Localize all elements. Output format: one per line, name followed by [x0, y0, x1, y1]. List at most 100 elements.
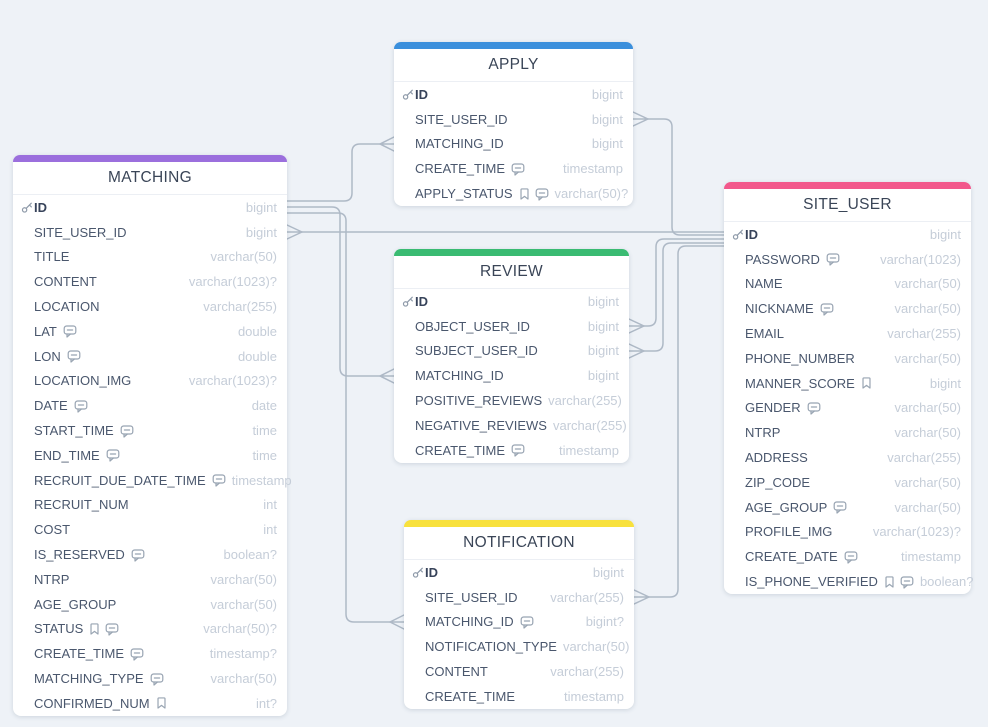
column-row[interactable]: CONTENT varchar(1023)?	[13, 269, 287, 294]
column-row[interactable]: PASSWORD varchar(1023)	[724, 247, 971, 272]
column-row[interactable]: ID bigint	[394, 82, 633, 107]
column-row[interactable]: CONTENT varchar(255)	[404, 659, 634, 684]
column-row[interactable]: START_TIME time	[13, 418, 287, 443]
column-row[interactable]: ID bigint	[13, 195, 287, 220]
column-row[interactable]: AGE_GROUP varchar(50)	[724, 495, 971, 520]
column-row[interactable]: CREATE_TIME timestamp?	[13, 641, 287, 666]
relationship-line[interactable]	[648, 245, 725, 598]
column-type: varchar(50)?	[554, 186, 629, 202]
column-row[interactable]: ID bigint	[724, 222, 971, 247]
column-row[interactable]: END_TIME time	[13, 443, 287, 468]
column-type: bigint	[592, 564, 624, 580]
column-row[interactable]: OBJECT_USER_ID bigint	[394, 314, 629, 339]
relationship-site_user-id-to-review-subject_user_id[interactable]	[628, 242, 725, 359]
table-header[interactable]: APPLY	[394, 49, 633, 82]
column-name: CONTENT	[425, 664, 488, 680]
primary-key-icon	[21, 200, 34, 214]
column-row[interactable]: PHONE_NUMBER varchar(50)	[724, 346, 971, 371]
column-row[interactable]: NEGATIVE_REVIEWS varchar(255)	[394, 413, 629, 438]
column-row[interactable]: MATCHING_ID bigint	[394, 363, 629, 388]
column-row[interactable]: CONFIRMED_NUM int?	[13, 691, 287, 716]
column-row[interactable]: SITE_USER_ID varchar(255)	[404, 585, 634, 610]
column-row[interactable]: POSITIVE_REVIEWS varchar(255)	[394, 388, 629, 413]
table-header[interactable]: NOTIFICATION	[404, 527, 634, 560]
relationship-line[interactable]	[643, 242, 725, 352]
table-apply[interactable]: APPLY ID bigint SITE_USER_ID bigint MATC…	[394, 42, 633, 206]
table-columns: ID bigint SITE_USER_ID bigint MATCHING_I…	[394, 82, 633, 206]
column-row[interactable]: RECRUIT_NUM int	[13, 493, 287, 518]
column-name: SITE_USER_ID	[34, 224, 127, 240]
column-row[interactable]: IS_PHONE_VERIFIED boolean?	[724, 569, 973, 594]
relationship-site_user-id-to-apply-site_user_id[interactable]	[632, 111, 725, 236]
relationship-line[interactable]	[647, 118, 725, 236]
column-row[interactable]: SITE_USER_ID bigint	[394, 107, 633, 132]
column-row[interactable]: TITLE varchar(50)	[13, 245, 287, 270]
relationship-matching-id-to-apply-matching_id[interactable]	[286, 136, 395, 202]
column-row[interactable]: SITE_USER_ID bigint	[13, 220, 287, 245]
column-type: bigint	[587, 368, 619, 384]
column-row[interactable]: NTRP varchar(50)	[724, 420, 971, 445]
column-row[interactable]: CREATE_TIME timestamp	[394, 156, 633, 181]
relationship-line[interactable]	[286, 212, 391, 623]
table-header[interactable]: MATCHING	[13, 162, 287, 195]
column-type: bigint	[929, 375, 961, 391]
column-type: varchar(50)	[894, 474, 961, 490]
column-row[interactable]: LOCATION varchar(255)	[13, 294, 287, 319]
relationship-matching-id-to-notification-matching_id[interactable]	[286, 212, 405, 630]
column-row[interactable]: MATCHING_ID bigint?	[404, 610, 634, 635]
column-row[interactable]: EMAIL varchar(255)	[724, 321, 971, 346]
relationship-site_user-id-to-review-object_user_id[interactable]	[628, 238, 725, 334]
crow-foot-icon	[628, 343, 645, 359]
column-row[interactable]: ID bigint	[404, 560, 634, 585]
table-review[interactable]: REVIEW ID bigint OBJECT_USER_ID bigint S…	[394, 249, 629, 463]
comment-icon	[120, 424, 134, 438]
column-row[interactable]: ID bigint	[394, 289, 629, 314]
primary-key-icon	[402, 294, 415, 308]
column-row[interactable]: LAT double	[13, 319, 287, 344]
column-row[interactable]: IS_RESERVED boolean?	[13, 542, 287, 567]
comment-icon	[807, 401, 821, 415]
column-row[interactable]: ADDRESS varchar(255)	[724, 445, 971, 470]
relationship-line[interactable]	[286, 206, 381, 377]
table-accent-bar	[404, 520, 634, 527]
relationship-site_user-id-to-matching-site_user_id[interactable]	[286, 224, 725, 240]
column-row[interactable]: CREATE_TIME timestamp	[394, 438, 629, 463]
column-row[interactable]: MATCHING_ID bigint	[394, 132, 633, 157]
table-notification[interactable]: NOTIFICATION ID bigint SITE_USER_ID varc…	[404, 520, 634, 709]
column-row[interactable]: NICKNAME varchar(50)	[724, 296, 971, 321]
column-row[interactable]: MANNER_SCORE bigint	[724, 371, 971, 396]
table-site_user[interactable]: SITE_USER ID bigint PASSWORD varchar(102…	[724, 182, 973, 594]
relationship-matching-id-to-review-matching_id[interactable]	[286, 206, 395, 384]
column-row[interactable]: ZIP_CODE varchar(50)	[724, 470, 971, 495]
column-row[interactable]: APPLY_STATUS varchar(50)?	[394, 181, 633, 206]
column-row[interactable]: NOTIFICATION_TYPE varchar(50)	[404, 634, 634, 659]
table-header[interactable]: REVIEW	[394, 256, 629, 289]
column-name: CREATE_DATE	[745, 549, 838, 565]
column-row[interactable]: CREATE_DATE timestamp	[724, 544, 971, 569]
column-row[interactable]: CREATE_TIME timestamp	[404, 684, 634, 709]
column-row[interactable]: NTRP varchar(50)	[13, 567, 287, 592]
table-matching[interactable]: MATCHING ID bigint SITE_USER_ID bigint T…	[13, 155, 292, 716]
column-row[interactable]: STATUS varchar(50)?	[13, 617, 287, 642]
table-header[interactable]: SITE_USER	[724, 189, 971, 222]
relationship-line[interactable]	[643, 238, 725, 327]
column-type: varchar(50)	[894, 400, 961, 416]
relationship-line[interactable]	[286, 143, 381, 202]
column-row[interactable]: LOCATION_IMG varchar(1023)?	[13, 369, 287, 394]
comment-icon	[63, 324, 77, 338]
relationship-site_user-id-to-notification-site_user_id[interactable]	[633, 245, 725, 605]
column-row[interactable]: PROFILE_IMG varchar(1023)?	[724, 520, 971, 545]
column-row[interactable]: AGE_GROUP varchar(50)	[13, 592, 287, 617]
column-row[interactable]: COST int	[13, 517, 287, 542]
column-row[interactable]: SUBJECT_USER_ID bigint	[394, 339, 629, 364]
column-row[interactable]: RECRUIT_DUE_DATE_TIME timestamp	[13, 468, 292, 493]
column-type: bigint	[245, 224, 277, 240]
column-row[interactable]: DATE date	[13, 393, 287, 418]
column-name: CREATE_TIME	[415, 161, 506, 177]
column-row[interactable]: MATCHING_TYPE varchar(50)	[13, 666, 287, 691]
crow-foot-icon	[633, 589, 650, 605]
column-row[interactable]: GENDER varchar(50)	[724, 396, 971, 421]
column-row[interactable]: NAME varchar(50)	[724, 272, 971, 297]
column-row[interactable]: LON double	[13, 344, 287, 369]
